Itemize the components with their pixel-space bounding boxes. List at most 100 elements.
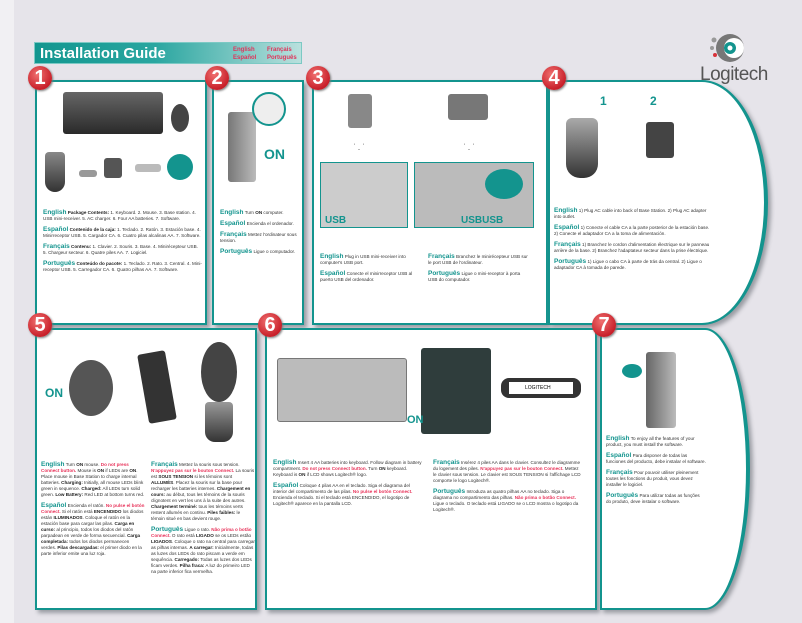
instruction-text: au début, tous les témoins de la souris … <box>151 492 246 503</box>
step-3-text-right: Français Branchez le minirécepteur USB s… <box>428 253 528 288</box>
emphasis-text: Low Battery: <box>55 492 84 497</box>
instruction-text: Branchez le minirécepteur USB sur le por… <box>428 254 528 265</box>
language-label: English <box>320 253 344 260</box>
step-6-text-left: English Insert 4 AA batteries into keybo… <box>273 459 423 512</box>
ac-charger-image <box>104 158 122 178</box>
instruction-text: Ligue o rato. <box>184 527 212 532</box>
instruction-english: English To enjoy all the features of you… <box>606 435 706 448</box>
base-station-image <box>205 402 233 442</box>
desktop-usb-port-image: USB <box>320 162 408 228</box>
instruction-text: Ligue o teclado. O teclado está LIGADO s… <box>433 501 579 512</box>
instruction-text: Ligue o computador. <box>253 249 296 254</box>
instruction-text: Turn <box>244 210 256 215</box>
emphasis-text: Pilha fraca: <box>179 563 205 568</box>
emphasis-text: ON <box>129 468 137 473</box>
step-5-text-left: English Turn ON mouse. Do not press Conn… <box>41 461 145 562</box>
language-label: Português <box>433 488 466 495</box>
instruction-text: Para utilizar todas as funções do produt… <box>606 493 700 504</box>
on-label: ON <box>407 414 424 426</box>
language-english[interactable]: English <box>233 47 255 53</box>
instruction-text: if LCD shows Logitech® logo. <box>305 472 368 477</box>
instruction-español: Español Para disponer de todas las funci… <box>606 452 706 465</box>
emphasis-text: Pilas descargadas: <box>57 545 99 550</box>
language-label: English <box>43 209 67 216</box>
instruction-español: Español Conecte el minirreceptor USB al … <box>320 270 420 283</box>
mouse-bottom-image <box>69 360 113 416</box>
page-title: Installation Guide <box>40 45 166 62</box>
instruction-français: Français Insérez 4 piles AA dans le clav… <box>433 459 583 484</box>
instruction-español: Español Coloque 4 pilas AA en el teclado… <box>273 482 423 507</box>
instruction-text: Encienda el ordenador. <box>246 221 294 226</box>
language-label: English <box>554 207 578 214</box>
step-6-text-right: Français Insérez 4 piles AA dans le clav… <box>433 459 583 518</box>
emphasis-text: Conteúdo do pacote: <box>76 261 124 266</box>
emphasis-text: ON <box>298 472 306 477</box>
on-label: ON <box>264 146 285 162</box>
instruction-português: Português Introduza as quatro pilhas AA … <box>433 488 583 513</box>
instruction-português: Português Para utilizar todas as funções… <box>606 492 706 505</box>
instruction-text: Red LED at bottom turns red. <box>83 492 145 497</box>
warning-text: N'appuyez pas sur le bouton Connect. <box>480 466 564 471</box>
instruction-text: los diodos están <box>41 509 144 520</box>
emphasis-text: Carga completada: <box>41 533 141 544</box>
instruction-text: le témoin situé en bas devient rouge. <box>151 510 241 521</box>
instruction-text: if LEDs are <box>104 468 130 473</box>
instruction-español: Español Encienda el ordenador. <box>220 220 300 227</box>
logitech-eye-icon <box>710 34 744 62</box>
emphasis-text: Contenido de la caja: <box>69 227 118 232</box>
step-7-panel: English To enjoy all the features of you… <box>600 328 750 610</box>
instruction-text: Plug in USB mini-receiver into computer'… <box>320 254 406 265</box>
emphasis-text: A carregar: <box>189 545 214 550</box>
language-label: Español <box>554 224 580 231</box>
title-bar: Installation Guide English Español Franç… <box>34 42 302 64</box>
emphasis-text: Carregado: <box>174 557 200 562</box>
instruction-text: si les témoins sont <box>193 474 233 479</box>
usb-icon <box>485 169 523 199</box>
warning-text: Do not press Connect button. <box>41 462 129 473</box>
instruction-text: tous les témoins verts restent allumés e… <box>151 504 243 515</box>
instruction-text: 1. Teclado. 2. Rato. 3. Central. 4. Mini… <box>43 261 202 272</box>
instruction-text: . Place mouse in Base Station to charge … <box>41 468 138 485</box>
instruction-text: se os LEDs estão <box>213 533 252 538</box>
instruction-português: Português Conteúdo do pacote: 1. Teclado… <box>43 260 203 273</box>
language-label: Português <box>554 258 587 265</box>
instruction-text: A luz do primeiro LED na parte inferior … <box>151 563 250 574</box>
computer-tower-image <box>646 352 676 428</box>
language-francais[interactable]: Français <box>267 47 292 53</box>
instruction-français: Français Branchez le minirécepteur USB s… <box>428 253 528 266</box>
language-label: English <box>220 209 244 216</box>
instruction-português: Português 1) Ligue o cabo CA à parte de … <box>554 258 714 271</box>
instruction-text: Si el ratón está <box>60 509 94 514</box>
instruction-text: Ligue o mini-receptor à porta USB do com… <box>428 271 521 282</box>
base-station-image <box>45 152 65 192</box>
language-label: Français <box>606 469 633 476</box>
emphasis-text: ON <box>255 210 263 215</box>
emphasis-text: ALLUMÉS <box>151 480 174 485</box>
instruction-français: Français Contenu: 1. Clavier. 2. Souris.… <box>43 243 203 256</box>
instruction-text: 1) Plug AC cable into back of Base Stati… <box>554 208 707 219</box>
language-portugues[interactable]: Português <box>267 55 297 61</box>
instruction-text: Mouse is <box>76 468 98 473</box>
warning-text: No pulse el botón Connect. <box>41 503 145 514</box>
instruction-text: 1) Conecte el cable CA a la parte poster… <box>554 225 710 236</box>
emphasis-text: LIGADO <box>195 533 214 538</box>
language-label: Español <box>320 270 346 277</box>
emphasis-text: Contenu: <box>71 244 93 249</box>
instruction-text: To enjoy all the features of your produc… <box>606 436 695 447</box>
step-6-number: 6 <box>258 313 282 337</box>
step-7-text: English To enjoy all the features of you… <box>606 435 706 510</box>
instruction-français: Français Mettez l'ordinateur sous tensio… <box>220 231 300 244</box>
instruction-português: Português Ligue o computador. <box>220 248 300 255</box>
instruction-português: Português Ligue o rato. Não prima o botã… <box>151 526 255 575</box>
language-espanol[interactable]: Español <box>233 55 257 61</box>
mouse-side-image <box>137 350 177 424</box>
language-label: Español <box>220 220 246 227</box>
step-4-number: 4 <box>542 66 566 90</box>
instruction-français: Français 1) Branchez le cordon d'aliment… <box>554 241 714 254</box>
warning-text: Do not press Connect button. <box>302 466 367 471</box>
warning-text: No pulse el botón Connect. <box>352 489 413 494</box>
instruction-text: Pour pouvoir utiliser pleinement toutes … <box>606 470 699 487</box>
instruction-text: . Coloque el ratón en la estación base p… <box>41 515 131 526</box>
instruction-text: Mettez le clavier sous tension. Le clavi… <box>433 466 581 483</box>
language-label: English <box>606 435 630 442</box>
